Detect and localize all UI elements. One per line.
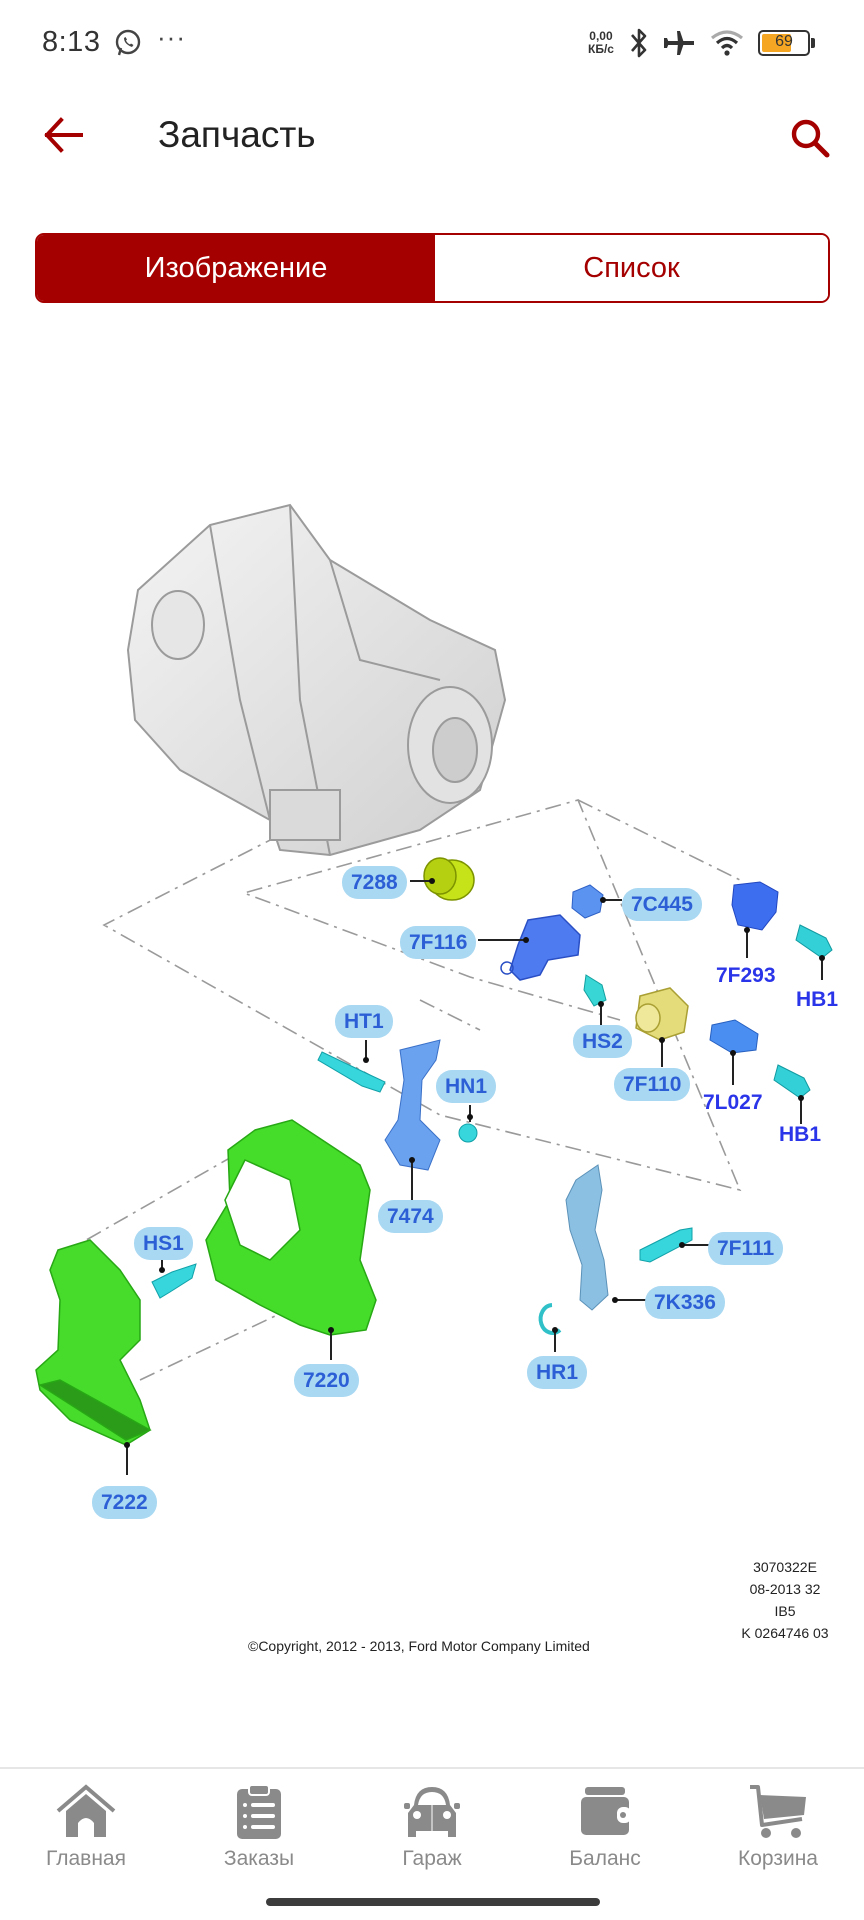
whatsapp-icon [115,29,141,56]
callout-7F110[interactable]: 7F110 [614,1068,691,1101]
network-speed: 0,00 КБ/с [588,29,614,56]
nav-item-home[interactable]: Главная [16,1783,156,1883]
callout-HR1[interactable]: HR1 [527,1356,588,1389]
copyright-notice: ©Copyright, 2012 - 2013, Ford Motor Comp… [248,1638,590,1654]
search-button[interactable] [782,110,838,166]
airplane-icon [664,31,694,55]
status-bar: 8:13 ··· 0,00 КБ/с 69 [0,0,864,86]
app-header: Запчасть [0,90,864,186]
nav-item-garage[interactable]: Гараж [362,1783,502,1883]
arrow-left-icon [44,117,83,153]
parts-diagram[interactable]: 7288 7C445 7F116 7F293 HB1 HS2 7F110 7L0… [0,440,864,1680]
callout-7C445[interactable]: 7C445 [622,888,702,921]
home-icon [56,1784,116,1837]
callout-7220[interactable]: 7220 [294,1364,359,1397]
callout-HN1[interactable]: HN1 [436,1070,497,1103]
battery-icon: 69 [758,30,815,56]
callout-7F293[interactable]: 7F293 [716,964,776,987]
callout-7474[interactable]: 7474 [378,1200,443,1233]
nav-item-orders[interactable]: Заказы [189,1783,329,1883]
callout-HB1-upper[interactable]: HB1 [796,988,839,1011]
cart-icon [750,1785,806,1838]
status-time: 8:13 [42,26,101,58]
diagram-meta: 3070322E 08-2013 32 IB5 K 0264746 03 [741,1559,829,1641]
callout-7F111[interactable]: 7F111 [708,1232,784,1265]
bottom-navigation: Главная Заказы Гараж Баланс [0,1767,864,1920]
callout-HS2[interactable]: HS2 [573,1025,632,1058]
callout-7F116[interactable]: 7F116 [400,926,477,959]
nav-item-cart[interactable]: Корзина [708,1783,848,1883]
back-button[interactable] [38,110,88,160]
bluetooth-icon [631,28,647,58]
callout-HS1[interactable]: HS1 [134,1227,193,1260]
callout-7288[interactable]: 7288 [342,866,407,899]
clipboard-list-icon [237,1784,281,1839]
home-indicator[interactable] [266,1898,600,1906]
tab-list[interactable]: Список [435,235,828,301]
nav-item-balance[interactable]: Баланс [535,1783,675,1883]
callout-7222[interactable]: 7222 [92,1486,157,1519]
exploded-view-illustration [35,503,833,1475]
callout-7K336[interactable]: 7K336 [645,1286,725,1319]
page-title: Запчасть [158,114,316,155]
search-icon [791,119,830,158]
view-mode-tabs: Изображение Список [35,233,830,303]
wallet-icon [581,1787,631,1835]
tab-image[interactable]: Изображение [37,235,435,301]
callout-7L027[interactable]: 7L027 [703,1091,763,1114]
car-icon [404,1787,460,1837]
notification-more-icon: ··· [157,22,186,52]
callout-HB1-lower[interactable]: HB1 [779,1123,822,1146]
callout-HT1[interactable]: HT1 [335,1005,393,1038]
wifi-icon [711,30,743,56]
